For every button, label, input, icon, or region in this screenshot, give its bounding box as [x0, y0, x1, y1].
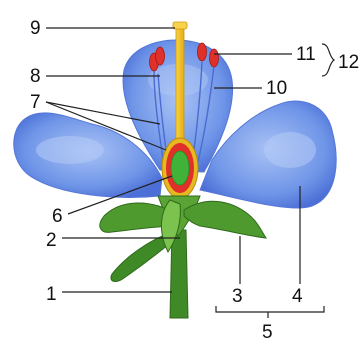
label-3: 3 — [232, 286, 243, 307]
label-7: 7 — [30, 92, 41, 113]
anther — [198, 43, 207, 61]
label-8: 8 — [30, 66, 41, 87]
label-1: 1 — [46, 284, 57, 305]
stigma — [173, 22, 187, 29]
ovule — [171, 151, 189, 185]
label-6: 6 — [52, 206, 63, 227]
label-5: 5 — [262, 322, 273, 343]
anther — [156, 47, 165, 65]
label-12: 12 — [338, 52, 359, 73]
label-11: 11 — [296, 44, 316, 65]
label-10: 10 — [266, 78, 287, 99]
anther — [210, 49, 219, 67]
bracket-5 — [216, 306, 324, 318]
style — [176, 26, 184, 144]
bracket-12 — [322, 44, 334, 76]
label-4: 4 — [292, 286, 303, 307]
sepal-right — [184, 201, 266, 238]
petal-highlight — [264, 132, 316, 168]
label-2: 2 — [46, 230, 57, 251]
label-9: 9 — [30, 18, 41, 39]
petal-highlight — [36, 136, 104, 164]
